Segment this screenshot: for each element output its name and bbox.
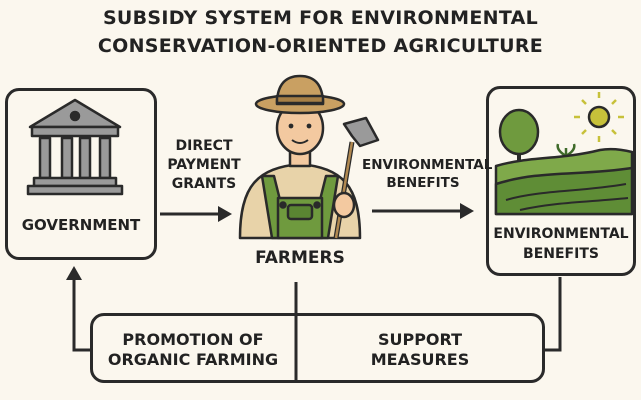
grant-label-line-3: GRANTS	[171, 176, 237, 192]
support-line-2: MEASURES	[370, 350, 470, 369]
government-label: GOVERNMENT	[21, 216, 141, 234]
loop-line-from-environment	[545, 277, 562, 352]
benefit-edge-line-1: ENVIRONMENTAL	[362, 157, 493, 173]
diagram-title: SUBSIDY SYSTEM FOR ENVIRONMENTAL CONSERV…	[0, 4, 641, 60]
benefit-edge-line-2: BENEFITS	[386, 175, 460, 191]
env-label-line-1: ENVIRONMENTAL	[493, 226, 629, 242]
env-label-line-2: BENEFITS	[523, 246, 599, 262]
payment-arrowhead	[218, 206, 232, 222]
benefit-edge-label: ENVIRONMENTAL BENEFITS	[362, 156, 493, 192]
loop-arrow-to-government	[72, 272, 90, 352]
bottom-support-panel	[90, 313, 545, 383]
farmer-icon	[238, 74, 380, 240]
title-line-1: SUBSIDY SYSTEM FOR ENVIRONMENTAL	[102, 7, 539, 29]
direct-payment-label: DIRECT PAYMENT GRANTS	[160, 137, 248, 194]
support-measures-label: SUPPORT MEASURES	[300, 330, 540, 370]
title-line-2: CONSERVATION-ORIENTED AGRICULTURE	[97, 35, 544, 57]
promo-line-1: PROMOTION OF	[122, 330, 264, 349]
promo-line-2: ORGANIC FARMING	[107, 350, 279, 369]
landscape-icon	[494, 92, 634, 216]
grant-label-line-2: PAYMENT	[167, 157, 241, 173]
farmers-label: FARMERS	[255, 248, 345, 268]
environmental-benefits-label: ENVIRONMENTAL BENEFITS	[486, 224, 636, 264]
support-line-1: SUPPORT	[377, 330, 463, 349]
grant-label-line-1: DIRECT	[175, 138, 233, 154]
promotion-organic-farming-label: PROMOTION OF ORGANIC FARMING	[93, 330, 293, 370]
loop-arrowhead-up	[66, 266, 82, 280]
government-building-icon	[26, 98, 124, 196]
benefit-arrowhead	[460, 203, 474, 219]
